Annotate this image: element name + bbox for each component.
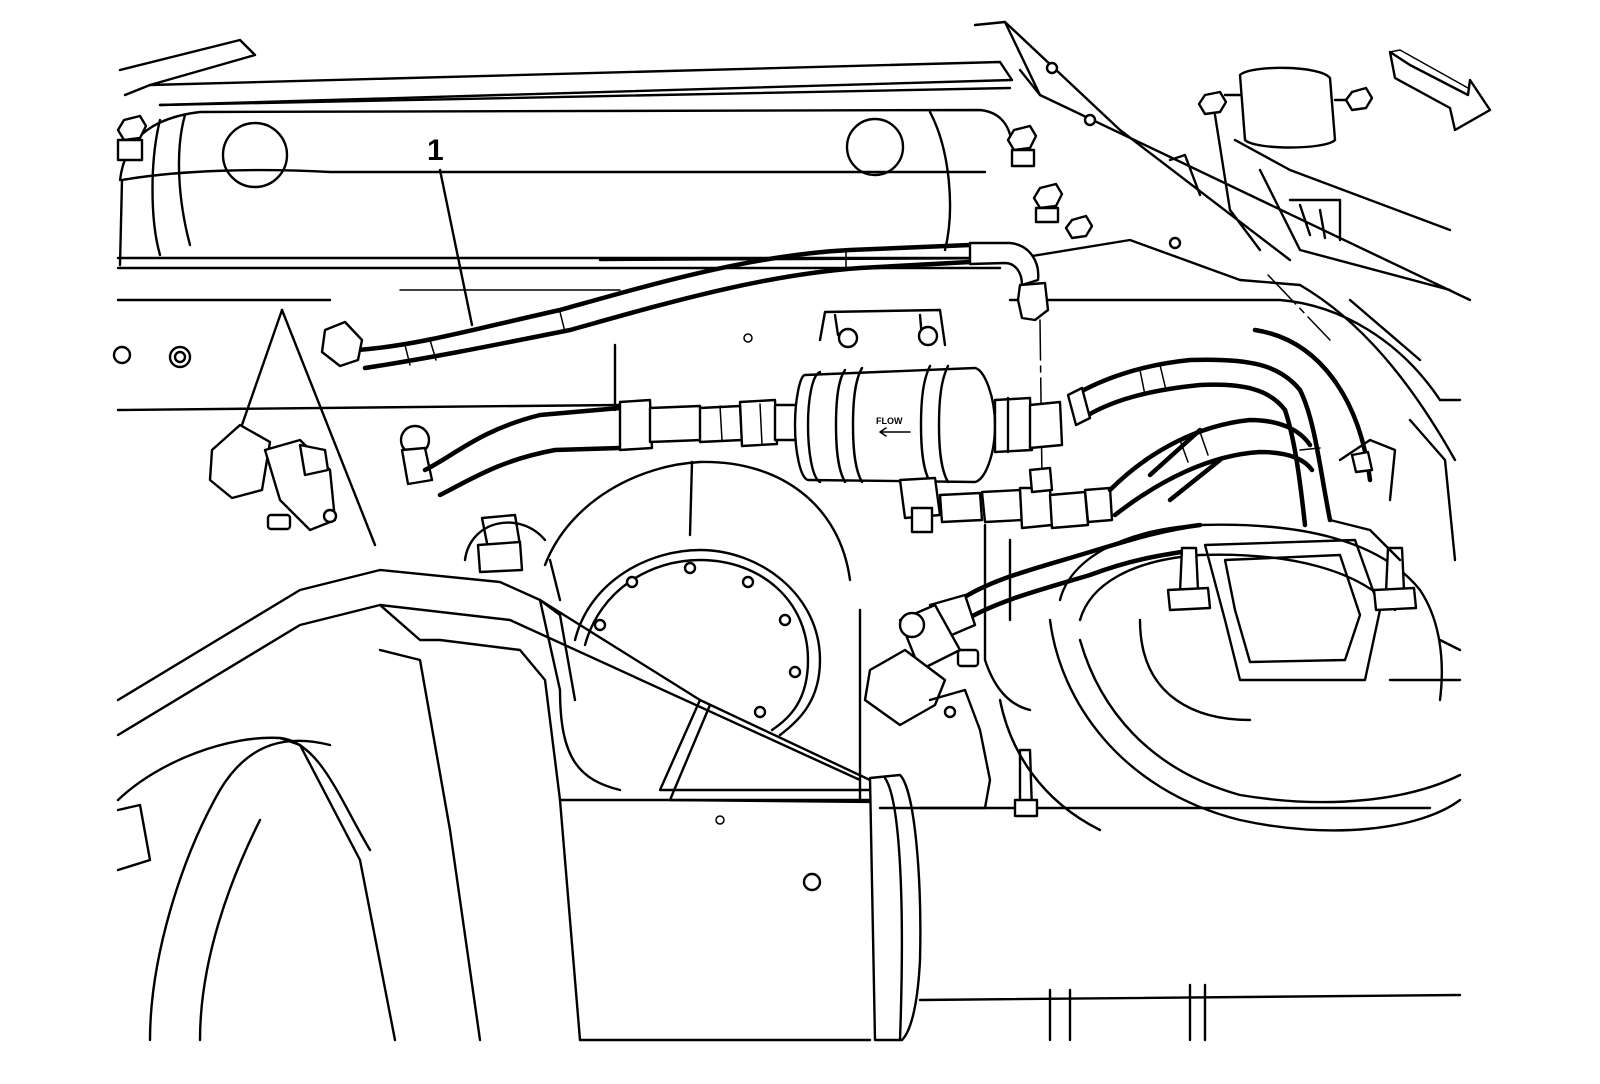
fuel-return-hose (399, 398, 802, 498)
fuel-filter: FLOW (793, 364, 1064, 484)
filter-bracket (613, 308, 947, 412)
upper-frame-rail (118, 20, 1472, 302)
view-direction-arrow-icon (1388, 49, 1492, 132)
callout-1: 1 (427, 134, 474, 327)
frame-side-rail (1298, 283, 1462, 562)
bolt-icon (1006, 124, 1038, 168)
frame-bolts (116, 114, 1094, 240)
fuel-tank (112, 108, 1442, 412)
shock-stud (1013, 748, 1039, 818)
vent-valve (463, 513, 547, 574)
fuel-feed-pipe (320, 241, 1050, 371)
mounting-plate (878, 523, 1032, 810)
fuel-tee-fitting (898, 466, 1114, 534)
callout-label: 1 (427, 134, 444, 167)
axle-tube (558, 773, 1462, 1042)
evap-connector-left (208, 308, 377, 547)
flow-marking: FLOW (876, 416, 903, 426)
pressure-sensor-line (863, 522, 1203, 727)
rear-axle-housing (116, 568, 882, 1042)
spring-seat (998, 438, 1462, 832)
bolt-icon (1064, 214, 1094, 240)
leader-lines (1039, 274, 1331, 481)
fuel-hose-bundle (1066, 327, 1373, 528)
fuel-pump-module (543, 460, 862, 802)
stud-icon (1166, 546, 1212, 612)
bolt-icon (1032, 182, 1064, 224)
bolt-icon (116, 114, 148, 162)
body-mount-bracket (1168, 66, 1452, 292)
